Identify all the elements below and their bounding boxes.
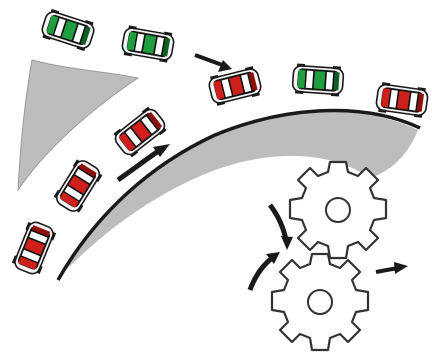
arrow-icon [116,144,170,183]
cars-layer [9,7,430,278]
gear-icon [270,252,370,352]
car-green-icon [38,7,98,53]
lane-divider-main [58,111,418,278]
car-red-icon [206,64,264,108]
car-red-icon [374,80,430,120]
road-edge-line [56,108,421,281]
arrow-icon [194,53,232,72]
gear-icon [288,160,388,260]
car-red-icon [110,103,170,161]
car-red-icon [51,156,105,216]
lane-divider-left [17,59,140,192]
car-green-icon [291,62,345,98]
car-red-icon [9,218,59,278]
arrow-icon [268,203,293,250]
arrow-icon [375,262,408,274]
car-green-icon [119,24,177,64]
arrow-icon [247,252,280,291]
